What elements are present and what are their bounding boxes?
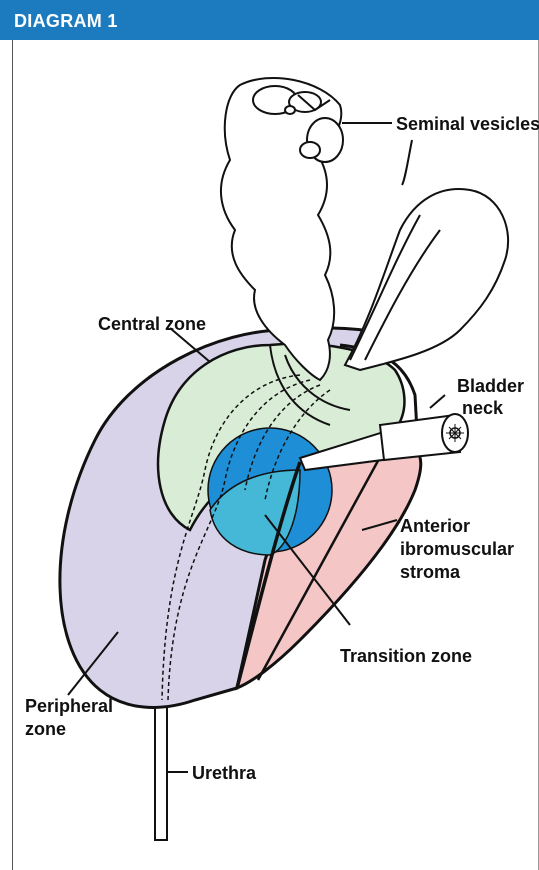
label-anterior-line3: stroma [400,562,461,582]
label-anterior-line1: Anterior [400,516,470,536]
label-urethra: Urethra [192,763,257,783]
label-bladder-neck-line1: Bladder [457,376,524,396]
diagram-title: DIAGRAM 1 [14,11,118,32]
label-transition-zone: Transition zone [340,646,472,666]
label-central-zone: Central zone [98,314,206,334]
label-anterior-line2: ibromuscular [400,539,514,559]
label-seminal-vesicles: Seminal vesicles [396,114,539,134]
seminal-vesicle-right [345,189,508,370]
label-bladder-neck-line2: neck [462,398,504,418]
header-bar: DIAGRAM 1 [0,0,539,40]
label-peripheral-line2: zone [25,719,66,739]
urethra-tube [155,700,167,840]
prostate-diagram: Seminal vesicles Central zone Bladder ne… [0,40,539,870]
label-peripheral-line1: Peripheral [25,696,113,716]
leader-bladder-neck [430,395,445,408]
leader-seminal-vesicles-2 [402,140,412,185]
